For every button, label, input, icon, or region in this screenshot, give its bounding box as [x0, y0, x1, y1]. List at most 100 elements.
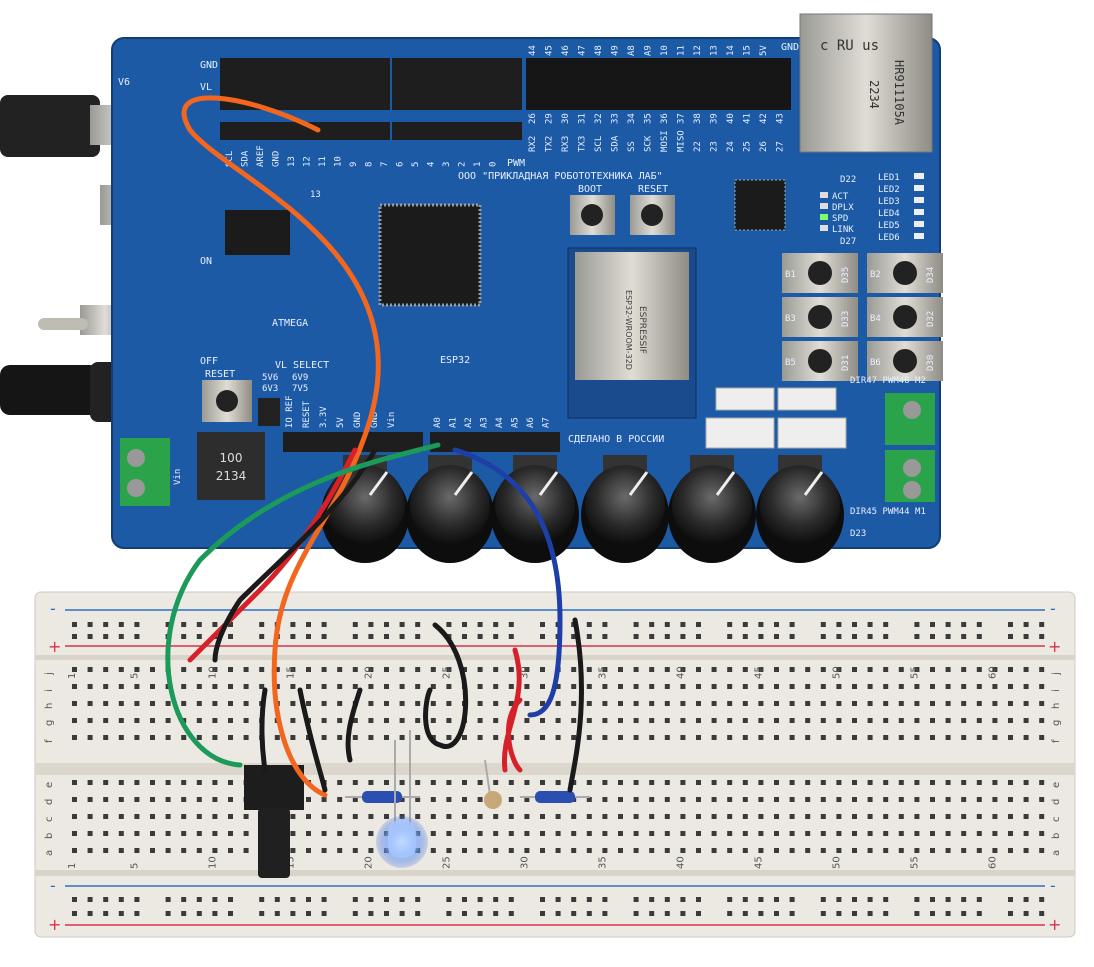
- breadboard-hole[interactable]: [352, 814, 358, 819]
- breadboard-hole[interactable]: [633, 848, 639, 853]
- breadboard-hole[interactable]: [462, 848, 467, 853]
- breadboard-hole[interactable]: [555, 911, 561, 916]
- breadboard-hole[interactable]: [992, 735, 998, 740]
- breadboard-hole[interactable]: [883, 634, 889, 639]
- breadboard-hole[interactable]: [602, 797, 608, 802]
- breadboard-hole[interactable]: [696, 911, 701, 916]
- breadboard-hole[interactable]: [321, 848, 327, 853]
- breadboard-hole[interactable]: [228, 897, 233, 902]
- breadboard-hole[interactable]: [571, 684, 577, 689]
- breadboard-hole[interactable]: [914, 718, 920, 723]
- breadboard-hole[interactable]: [212, 684, 218, 689]
- potentiometer-knob-6[interactable]: [756, 455, 844, 563]
- breadboard-hole[interactable]: [368, 684, 374, 689]
- breadboard-hole[interactable]: [992, 701, 998, 706]
- breadboard-hole[interactable]: [976, 814, 982, 819]
- breadboard-hole[interactable]: [384, 684, 389, 689]
- breadboard-hole[interactable]: [1023, 622, 1029, 627]
- breadboard-hole[interactable]: [571, 897, 577, 902]
- breadboard-hole[interactable]: [150, 848, 155, 853]
- breadboard-hole[interactable]: [321, 897, 327, 902]
- breadboard-hole[interactable]: [898, 814, 904, 819]
- breadboard-hole[interactable]: [540, 848, 545, 853]
- breadboard-hole[interactable]: [742, 634, 748, 639]
- breadboard-hole[interactable]: [290, 634, 296, 639]
- breadboard-hole[interactable]: [711, 667, 717, 672]
- breadboard-hole[interactable]: [228, 701, 233, 706]
- breadboard-hole[interactable]: [867, 701, 873, 706]
- breadboard-hole[interactable]: [649, 897, 655, 902]
- breadboard-hole[interactable]: [352, 735, 358, 740]
- breadboard-hole[interactable]: [1008, 911, 1013, 916]
- breadboard-hole[interactable]: [399, 897, 405, 902]
- breadboard-hole[interactable]: [212, 780, 218, 785]
- breadboard-hole[interactable]: [555, 701, 561, 706]
- breadboard-hole[interactable]: [618, 831, 623, 836]
- breadboard-hole[interactable]: [134, 684, 140, 689]
- breadboard-hole[interactable]: [789, 911, 795, 916]
- breadboard-hole[interactable]: [820, 667, 826, 672]
- breadboard-hole[interactable]: [664, 718, 670, 723]
- breadboard-hole[interactable]: [586, 780, 592, 785]
- breadboard-hole[interactable]: [836, 718, 842, 723]
- breadboard-hole[interactable]: [649, 622, 655, 627]
- breadboard-hole[interactable]: [508, 897, 514, 902]
- breadboard-hole[interactable]: [415, 667, 421, 672]
- breadboard-hole[interactable]: [602, 848, 608, 853]
- breadboard-hole[interactable]: [696, 848, 701, 853]
- breadboard-hole[interactable]: [930, 667, 935, 672]
- breadboard-hole[interactable]: [321, 831, 327, 836]
- breadboard-hole[interactable]: [898, 701, 904, 706]
- breadboard-hole[interactable]: [602, 780, 608, 785]
- breadboard-hole[interactable]: [352, 831, 358, 836]
- breadboard-hole[interactable]: [664, 780, 670, 785]
- breadboard-hole[interactable]: [976, 848, 982, 853]
- breadboard-hole[interactable]: [462, 814, 467, 819]
- breadboard-hole[interactable]: [134, 848, 140, 853]
- breadboard-hole[interactable]: [259, 897, 265, 902]
- breadboard-hole[interactable]: [633, 814, 639, 819]
- breadboard-hole[interactable]: [352, 797, 358, 802]
- breadboard-hole[interactable]: [212, 797, 218, 802]
- breadboard-hole[interactable]: [493, 911, 499, 916]
- breadboard-hole[interactable]: [399, 684, 405, 689]
- breadboard-hole[interactable]: [789, 797, 795, 802]
- breadboard-hole[interactable]: [742, 667, 748, 672]
- breadboard-hole[interactable]: [540, 831, 545, 836]
- breadboard-hole[interactable]: [540, 897, 545, 902]
- breadboard-hole[interactable]: [789, 718, 795, 723]
- breadboard-hole[interactable]: [649, 634, 655, 639]
- breadboard-hole[interactable]: [337, 831, 343, 836]
- breadboard-hole[interactable]: [524, 701, 530, 706]
- breadboard-hole[interactable]: [805, 684, 811, 689]
- breadboard-hole[interactable]: [914, 634, 920, 639]
- breadboard-hole[interactable]: [774, 848, 779, 853]
- breadboard-hole[interactable]: [493, 718, 499, 723]
- breadboard-hole[interactable]: [914, 622, 920, 627]
- breadboard-hole[interactable]: [664, 701, 670, 706]
- breadboard-hole[interactable]: [181, 780, 187, 785]
- breadboard-hole[interactable]: [508, 814, 514, 819]
- breadboard-hole[interactable]: [181, 797, 187, 802]
- breadboard-hole[interactable]: [820, 684, 826, 689]
- breadboard-hole[interactable]: [789, 634, 795, 639]
- breadboard-hole[interactable]: [462, 780, 467, 785]
- breadboard-hole[interactable]: [134, 667, 140, 672]
- breadboard-hole[interactable]: [930, 634, 935, 639]
- breadboard-hole[interactable]: [72, 622, 77, 627]
- breadboard-hole[interactable]: [508, 634, 514, 639]
- breadboard-hole[interactable]: [758, 848, 764, 853]
- breadboard-hole[interactable]: [618, 718, 623, 723]
- breadboard-hole[interactable]: [571, 831, 577, 836]
- breadboard-hole[interactable]: [165, 897, 171, 902]
- breadboard-hole[interactable]: [368, 848, 374, 853]
- breadboard-hole[interactable]: [103, 848, 109, 853]
- breadboard-hole[interactable]: [930, 797, 935, 802]
- breadboard-hole[interactable]: [867, 780, 873, 785]
- breadboard-hole[interactable]: [633, 684, 639, 689]
- breadboard-hole[interactable]: [649, 797, 655, 802]
- breadboard-hole[interactable]: [852, 718, 857, 723]
- breadboard-hole[interactable]: [274, 897, 280, 902]
- breadboard-hole[interactable]: [430, 814, 436, 819]
- breadboard-hole[interactable]: [852, 814, 857, 819]
